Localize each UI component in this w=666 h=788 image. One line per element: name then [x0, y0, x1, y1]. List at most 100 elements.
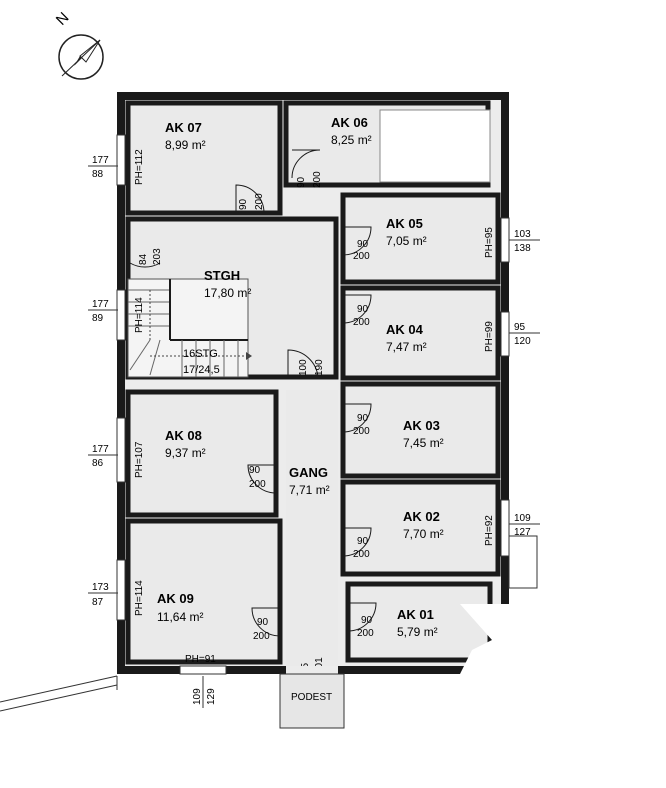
room-ak08	[125, 389, 279, 518]
ak07-area: 8,99 m²	[165, 138, 206, 152]
w-ak09-ph: PH=114	[134, 580, 145, 616]
w-stgh-bottom: 89	[92, 313, 104, 324]
w-stgh-top: 177	[92, 299, 109, 310]
room-ak01	[345, 581, 493, 663]
ak08-area: 9,37 m²	[165, 446, 206, 460]
door-ak04-h: 200	[353, 317, 370, 328]
w-ak02-ph: PH=92	[484, 515, 495, 546]
door-ak03-swing	[342, 403, 372, 433]
door-ak05-swing	[342, 226, 372, 256]
gang-area: 7,71 m²	[289, 483, 330, 497]
entry-opening	[286, 666, 338, 674]
w-ak07-top: 177	[92, 155, 109, 166]
w-ak04-top: 95	[514, 322, 526, 333]
podest-label: PODEST	[291, 692, 332, 703]
ak07-name: AK 07	[165, 120, 202, 135]
ak03-name: AK 03	[403, 418, 440, 433]
door-ak07-h: 200	[254, 193, 265, 210]
door-entry-h: 201	[314, 657, 325, 674]
room-ak07	[125, 100, 283, 216]
w-ak07-ph: PH=112	[134, 149, 145, 185]
door-ak08-w: 90	[249, 465, 261, 476]
door-ak04-swing	[342, 294, 372, 324]
stair-ratio: 17/24,5	[183, 364, 220, 376]
stgh-name: STGH	[204, 268, 240, 283]
door-ak06-h: 200	[312, 171, 323, 188]
room-ak03	[340, 381, 501, 479]
door-ak08-swing	[247, 464, 277, 494]
ak05-name: AK 05	[386, 216, 423, 231]
room-ak09	[125, 518, 283, 665]
ak01-area: 5,79 m²	[397, 625, 438, 639]
door-stgh-swing	[129, 233, 161, 268]
door-ak03-w: 90	[357, 413, 369, 424]
w-ak05-ph: PH=95	[484, 227, 495, 258]
ramp-lines	[0, 675, 118, 712]
ak04-name: AK 04	[386, 322, 424, 337]
ak06-niche	[379, 109, 491, 183]
gang-name: GANG	[289, 465, 328, 480]
w-ak07-bottom: 88	[92, 169, 104, 180]
w-ak05-bottom: 138	[514, 243, 531, 254]
door-ak01-h: 200	[357, 628, 374, 639]
ak06-name: AK 06	[331, 115, 368, 130]
ak01-name: AK 01	[397, 607, 434, 622]
w-ak02-bottom: 127	[514, 527, 531, 538]
ak05-area: 7,05 m²	[386, 234, 427, 248]
door-ak05-w: 90	[357, 239, 369, 250]
door-ak03-h: 200	[353, 426, 370, 437]
north-label: N	[53, 9, 73, 29]
door-ak09-swing	[251, 607, 281, 637]
window-dims: 177 88 PH=112 177 89 PH=114 177 86 PH=10…	[88, 149, 540, 708]
w-bottom-bottom: 129	[206, 688, 217, 705]
door-ak02-w: 90	[357, 536, 369, 547]
door-ak09-h: 200	[253, 631, 270, 642]
windows	[116, 134, 510, 675]
w-stgh-ph: PH=114	[134, 297, 145, 333]
w-ak05-top: 103	[514, 229, 531, 240]
door-ak08-h: 200	[249, 479, 266, 490]
w-bottom-top: 109	[192, 688, 203, 705]
exterior-cutout	[460, 604, 510, 674]
door-ak01-swing	[347, 602, 377, 632]
stair-count: 16STG	[183, 348, 218, 360]
room-ak04	[340, 285, 501, 381]
north-arrow-icon: N	[53, 9, 104, 80]
staircase	[127, 278, 252, 378]
w-ak04-bottom: 120	[514, 336, 531, 347]
door-ak04-w: 90	[357, 304, 369, 315]
door-swings	[129, 149, 377, 701]
podest	[279, 673, 345, 729]
door-ak09-w: 90	[257, 617, 269, 628]
ak03-area: 7,45 m²	[403, 436, 444, 450]
ak02-area: 7,70 m²	[403, 527, 444, 541]
door-stgh-w: 84	[138, 253, 149, 265]
door-stgh-gang-swing	[287, 349, 319, 378]
door-ak06-swing	[291, 149, 321, 179]
ak08-name: AK 08	[165, 428, 202, 443]
w-ak09-top: 173	[92, 582, 109, 593]
w-ak08-ph: PH=107	[134, 441, 145, 478]
door-stgh-gang-w: 100	[298, 359, 309, 376]
ak06-area: 8,25 m²	[331, 133, 372, 147]
door-ak02-swing	[342, 527, 372, 557]
door-stgh-gang-h: 190	[314, 359, 325, 376]
door-ak02-h: 200	[353, 549, 370, 560]
w-ak08-top: 177	[92, 444, 109, 455]
ak02-name: AK 02	[403, 509, 440, 524]
door-ak06-w: 90	[296, 176, 307, 188]
door-stgh-h: 203	[152, 248, 163, 265]
w-ak08-bottom: 86	[92, 458, 104, 469]
w-ak04-ph: PH=99	[484, 321, 495, 352]
ak09-name: AK 09	[157, 591, 194, 606]
w-ak09-bottom: 87	[92, 597, 104, 608]
w-ak02-top: 109	[514, 513, 531, 524]
room-gang	[286, 390, 338, 666]
stgh-area: 17,80 m²	[204, 286, 251, 300]
w-bottom-ph: PH=91	[185, 654, 216, 665]
door-ak07-w: 90	[238, 198, 249, 210]
ak04-area: 7,47 m²	[386, 340, 427, 354]
door-ak07-swing	[235, 184, 265, 214]
door-ak01-w: 90	[361, 615, 373, 626]
